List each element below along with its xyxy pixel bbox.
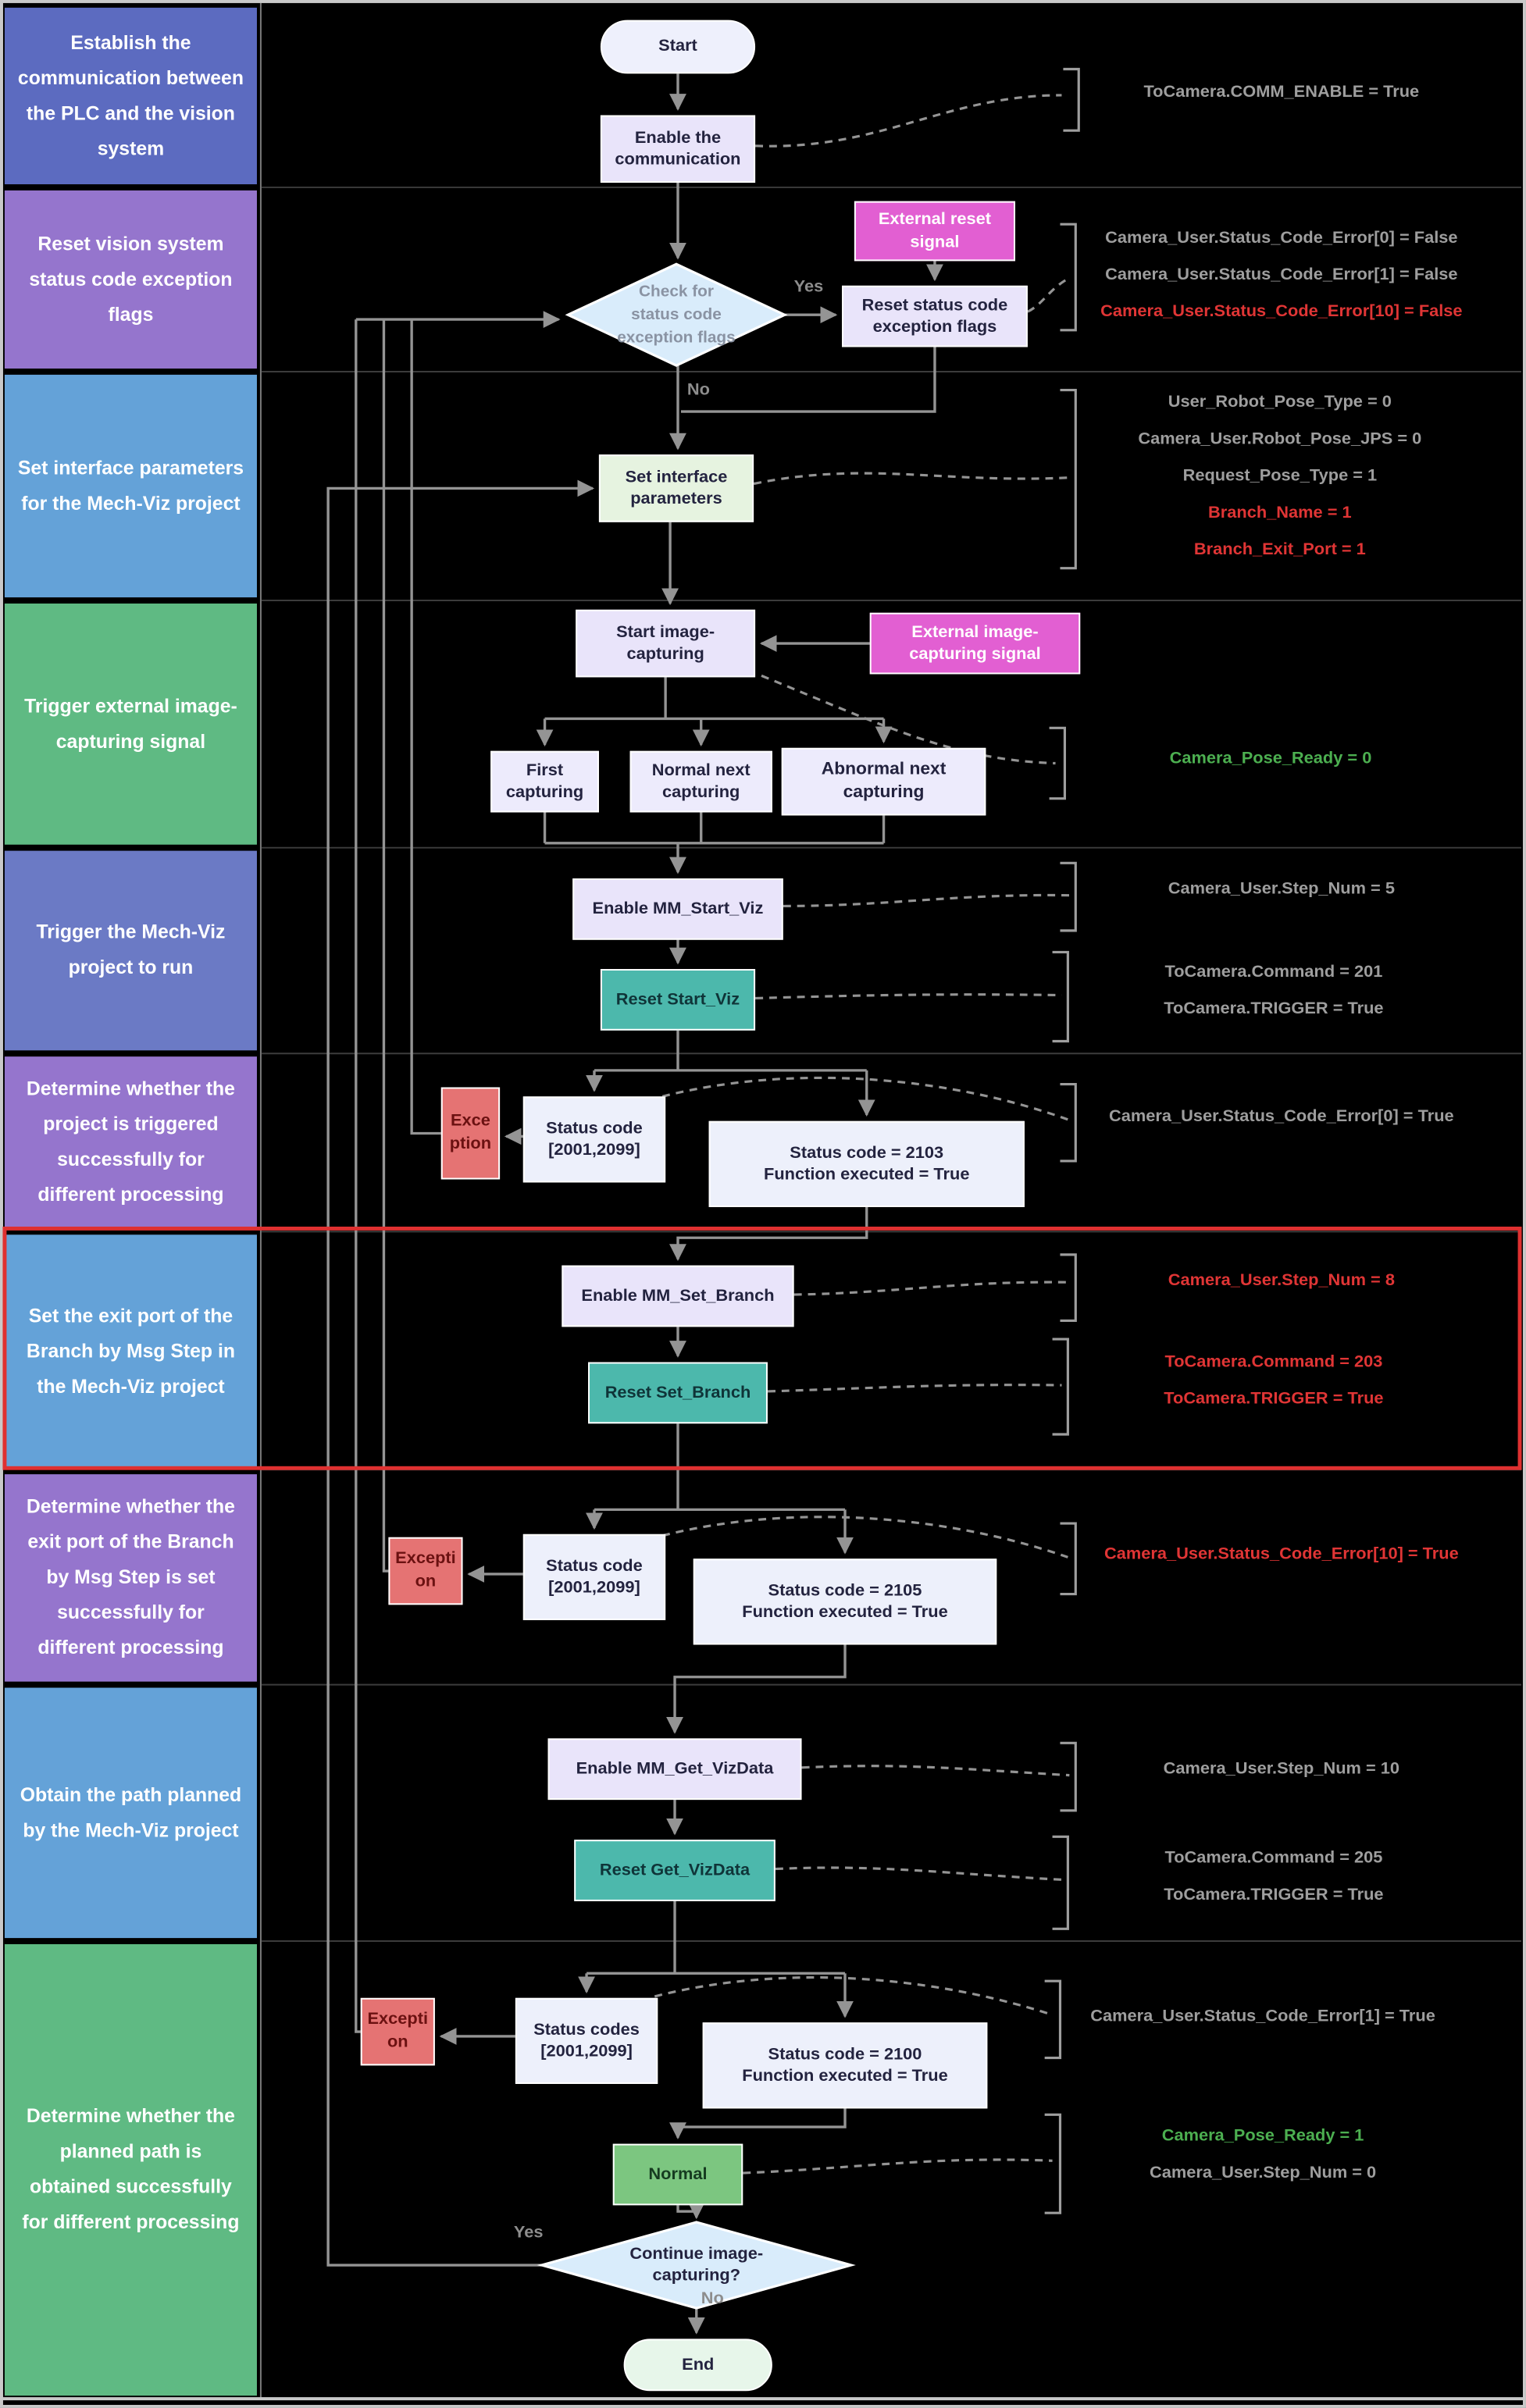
annotation-line: Branch_Name = 1 bbox=[1208, 504, 1352, 522]
annotation-step-num-8: Camera_User.Step_Num = 8 bbox=[1083, 1263, 1479, 1299]
continue-line1: Continue image- bbox=[629, 2245, 764, 2264]
enable-mm-start-viz-node: Enable MM_Start_Viz bbox=[572, 878, 783, 940]
normal-next-capturing-node: Normal next capturing bbox=[629, 750, 772, 813]
annotation-pose-ready-1: Camera_Pose_Ready = 1 Camera_User.Step_N… bbox=[1064, 2118, 1460, 2191]
status-2100-line2: Function executed = True bbox=[742, 2067, 948, 2086]
sidebar-row-determine-exit-port: Determine whether the exit port of the B… bbox=[4, 1474, 257, 1682]
sidebar-row-trigger-capture: Trigger external image-capturing signal bbox=[4, 603, 257, 845]
annotation-line: Camera_User.Status_Code_Error[0] = False bbox=[1105, 229, 1458, 248]
external-reset-signal-node: External reset signal bbox=[854, 201, 1015, 262]
annotation-line: Camera_Pose_Ready = 1 bbox=[1161, 2127, 1364, 2146]
annotation-line: Camera_User.Step_Num = 8 bbox=[1168, 1271, 1395, 1291]
annotation-line: Camera_User.Status_Code_Error[1] = True bbox=[1090, 2007, 1435, 2026]
status-codes-range-node-3: Status codes [2001,2099] bbox=[515, 1997, 658, 2084]
annotation-command-203: ToCamera.Command = 203 ToCamera.TRIGGER … bbox=[1075, 1344, 1471, 1417]
reset-set-branch-node: Reset Set_Branch bbox=[588, 1362, 768, 1424]
status-2105-line2: Function executed = True bbox=[742, 1603, 948, 1622]
sidebar-row-obtain-path: Obtain the path planned by the Mech-Viz … bbox=[4, 1687, 257, 1939]
reset-start-viz-node: Reset Start_Viz bbox=[600, 969, 756, 1031]
annotation-step-num-5: Camera_User.Step_Num = 5 bbox=[1083, 871, 1479, 907]
continue-capture-diamond-label: Continue image- capturing? bbox=[588, 2243, 804, 2286]
annotation-line: Camera_User.Status_Code_Error[0] = True bbox=[1109, 1107, 1454, 1126]
annotation-command-205: ToCamera.Command = 205 ToCamera.TRIGGER … bbox=[1075, 1840, 1471, 1913]
continue-line2: capturing? bbox=[652, 2266, 741, 2285]
annotation-comm-enable: ToCamera.COMM_ENABLE = True bbox=[1083, 73, 1479, 110]
annotation-line: Camera_User.Robot_Pose_JPS = 0 bbox=[1138, 429, 1422, 449]
edge-label-yes-top: Yes bbox=[793, 277, 824, 297]
enable-communication-node: Enable the communication bbox=[600, 115, 756, 183]
sidebar-row-establish-communication: Establish the communication between the … bbox=[4, 7, 257, 185]
sidebar-row-reset-flags: Reset vision system status code exceptio… bbox=[4, 190, 257, 369]
sidebar-row-set-exit-port: Set the exit port of the Branch by Msg S… bbox=[4, 1234, 257, 1469]
annotation-line: Request_Pose_Type = 1 bbox=[1182, 466, 1378, 486]
annotation-error0-true: Camera_User.Status_Code_Error[0] = True bbox=[1083, 1098, 1479, 1135]
status-2100-node: Status code = 2100 Function executed = T… bbox=[702, 2022, 988, 2109]
annotation-line: Camera_User.Status_Code_Error[1] = False bbox=[1105, 265, 1458, 284]
annotation-command-201: ToCamera.Command = 201 ToCamera.TRIGGER … bbox=[1075, 953, 1471, 1027]
edge-label-no-bottom: No bbox=[701, 2289, 724, 2309]
edge-label-yes-bottom: Yes bbox=[513, 2223, 544, 2242]
annotation-line: Branch_Exit_Port = 1 bbox=[1193, 540, 1366, 559]
reset-status-flags-node: Reset status code exception flags bbox=[842, 285, 1028, 347]
check-flags-line2: status code bbox=[631, 305, 722, 324]
check-flags-line3: exception flags bbox=[617, 328, 736, 347]
status-2103-line2: Function executed = True bbox=[763, 1165, 970, 1184]
first-capturing-node: First capturing bbox=[490, 750, 599, 813]
exception-node-3: Exception bbox=[360, 1997, 435, 2066]
end-node: End bbox=[623, 2339, 772, 2392]
exception-node-1: Exception bbox=[440, 1087, 501, 1180]
status-code-range-node-1: Status code [2001,2099] bbox=[522, 1096, 666, 1183]
annotation-interface-params: User_Robot_Pose_Type = 0 Camera_User.Rob… bbox=[1086, 384, 1473, 568]
annotation-line: ToCamera.Command = 203 bbox=[1164, 1352, 1383, 1372]
annotation-line: ToCamera.COMM_ENABLE = True bbox=[1143, 83, 1420, 102]
sidebar-row-determine-trigger: Determine whether the project is trigger… bbox=[4, 1056, 257, 1229]
check-flags-diamond-label: Check for status code exception flags bbox=[583, 281, 769, 351]
start-image-capturing-node: Start image-capturing bbox=[576, 609, 756, 678]
annotation-line: Camera_User.Step_Num = 5 bbox=[1168, 879, 1395, 899]
status-2105-line1: Status code = 2105 bbox=[768, 1581, 922, 1600]
sidebar-row-determine-path: Determine whether the planned path is ob… bbox=[4, 1943, 257, 2396]
sidebar-row-set-interface: Set interface parameters for the Mech-Vi… bbox=[4, 374, 257, 598]
annotation-line: ToCamera.TRIGGER = True bbox=[1164, 1389, 1384, 1409]
check-flags-line1: Check for bbox=[639, 282, 714, 301]
annotation-reset-flags: Camera_User.Status_Code_Error[0] = False… bbox=[1083, 219, 1479, 330]
annotation-line: Camera_User.Status_Code_Error[10] = True bbox=[1103, 1544, 1459, 1564]
annotation-brackets bbox=[1044, 67, 1080, 2214]
enable-mm-get-vizdata-node: Enable MM_Get_VizData bbox=[547, 1738, 802, 1801]
annotation-error1-true: Camera_User.Status_Code_Error[1] = True bbox=[1064, 1998, 1460, 2035]
normal-node: Normal bbox=[612, 2143, 743, 2206]
annotation-line: Camera_User.Step_Num = 0 bbox=[1149, 2164, 1377, 2182]
annotation-line: ToCamera.TRIGGER = True bbox=[1164, 999, 1384, 1018]
status-2100-line1: Status code = 2100 bbox=[768, 2045, 922, 2064]
external-capture-signal-node: External image-capturing signal bbox=[869, 612, 1081, 675]
annotation-step-num-10: Camera_User.Step_Num = 10 bbox=[1083, 1751, 1479, 1787]
exception-node-2: Exception bbox=[388, 1537, 463, 1605]
status-2105-node: Status code = 2105 Function executed = T… bbox=[693, 1558, 997, 1645]
annotation-line: ToCamera.Command = 201 bbox=[1164, 963, 1383, 981]
status-code-range-node-2: Status code [2001,2099] bbox=[522, 1533, 666, 1620]
annotation-line: User_Robot_Pose_Type = 0 bbox=[1168, 393, 1392, 412]
annotation-line: ToCamera.Command = 205 bbox=[1164, 1849, 1383, 1868]
sidebar-row-trigger-viz: Trigger the Mech-Viz project to run bbox=[4, 850, 257, 1051]
reset-get-vizdata-node: Reset Get_VizData bbox=[574, 1840, 775, 1901]
status-2103-line1: Status code = 2103 bbox=[790, 1143, 944, 1163]
annotation-pose-ready-0: Camera_Pose_Ready = 0 bbox=[1072, 740, 1468, 777]
enable-mm-set-branch-node: Enable MM_Set_Branch bbox=[562, 1265, 794, 1327]
abnormal-next-capturing-node: Abnormal next capturing bbox=[781, 747, 986, 816]
set-interface-parameters-node: Set interface parameters bbox=[598, 454, 754, 522]
annotation-line: Camera_Pose_Ready = 0 bbox=[1169, 749, 1372, 768]
annotation-line: ToCamera.TRIGGER = True bbox=[1164, 1886, 1384, 1904]
status-2103-node: Status code = 2103 Function executed = T… bbox=[708, 1120, 1025, 1207]
annotation-line: Camera_User.Status_Code_Error[10] = Fals… bbox=[1100, 302, 1463, 322]
start-node: Start bbox=[600, 20, 756, 74]
annotation-line: Camera_User.Step_Num = 10 bbox=[1163, 1759, 1400, 1779]
edge-label-no-top: No bbox=[686, 380, 710, 400]
annotation-error10-true: Camera_User.Status_Code_Error[10] = True bbox=[1083, 1536, 1479, 1573]
